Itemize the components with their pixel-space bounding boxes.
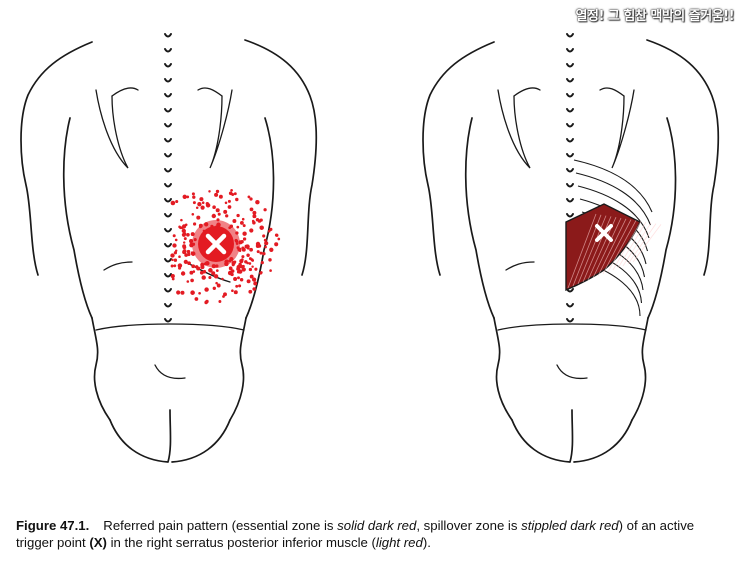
x-mark-icon xyxy=(205,233,227,255)
caption-italic-1: solid dark red xyxy=(337,518,417,533)
x-mark-icon xyxy=(595,224,613,242)
left-back-outline xyxy=(20,39,318,463)
caption-italic-3: light red xyxy=(375,535,423,550)
caption-text-1: Referred pain pattern (essential zone is xyxy=(103,518,338,533)
figure-number: Figure 47.1. xyxy=(16,518,90,533)
right-back-outline xyxy=(422,39,720,463)
anatomy-figure xyxy=(20,33,720,463)
referred-pain-zone xyxy=(170,188,281,305)
caption-text-2: , spillover zone is xyxy=(416,518,522,533)
caption-bold-x: (X) xyxy=(89,535,107,550)
caption-italic-2: stippled dark red xyxy=(521,518,619,533)
caption-text-3: ) of an active trigger point xyxy=(16,518,695,550)
caption-text-4: in the right serratus posterior inferior… xyxy=(106,535,376,550)
figure-caption: Figure 47.1. Referred pain pattern (essen… xyxy=(16,517,728,551)
caption-text-5: ). xyxy=(422,535,431,550)
left-spine xyxy=(164,33,172,323)
serratus-posterior-inferior-muscle xyxy=(565,203,662,292)
watermark-text: 열정! 그 힘찬 맥박의 즐거움!! xyxy=(575,9,735,24)
